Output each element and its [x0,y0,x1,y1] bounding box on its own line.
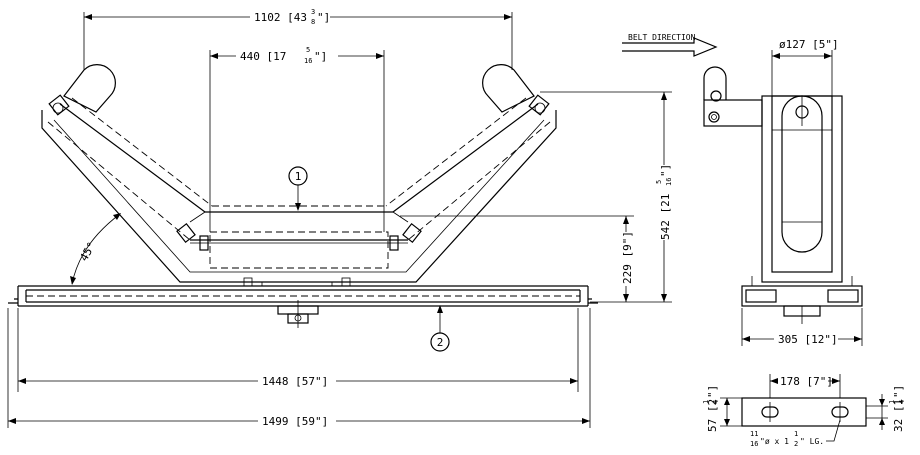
front-view: 1 2 45° 1102 [43 3 8 [7,8,673,428]
svg-text:"]: "] [659,164,672,177]
callout-2: 2 [430,305,450,352]
svg-text:5: 5 [655,180,663,184]
dim-overall-width: 1499 [59"] [7,308,591,428]
svg-text:"]: "] [706,385,719,398]
svg-text:8: 8 [311,18,315,26]
svg-text:"ø x 1: "ø x 1 [760,437,789,446]
dim-roll-diameter: ø127 [5"] [771,38,839,96]
svg-text:440 [17: 440 [17 [240,50,286,63]
svg-text:4: 4 [712,400,720,404]
angle-45: 45° [70,213,121,285]
svg-text:4: 4 [898,400,906,404]
right-wing-roll [385,64,551,244]
side-view: BELT DIRECTION ø127 [5"] [622,33,863,346]
svg-text:1102 [43: 1102 [43 [254,11,307,24]
svg-text:1: 1 [888,400,896,404]
v-frame [41,110,557,283]
dim-overall-top: 1102 [43 3 8 "] [83,8,513,70]
svg-text:2: 2 [794,440,798,448]
svg-text:1: 1 [295,170,302,183]
svg-text:57 [2: 57 [2 [706,399,719,432]
svg-text:32 [1: 32 [1 [892,399,905,432]
svg-text:45°: 45° [77,240,98,264]
foot-detail: 178 [7"] 57 [2 1 4 "] 32 [1 1 4 "] 11 16… [702,374,906,448]
dim-side-width: 305 [12"] [741,308,863,346]
dim-height-base: 229 [9"] [400,215,672,303]
svg-text:2: 2 [437,336,444,349]
svg-text:BELT DIRECTION: BELT DIRECTION [628,33,696,42]
svg-text:16: 16 [750,440,758,448]
svg-text:"]: "] [317,11,330,24]
dim-center-roll: 440 [17 5 16 "] [209,46,385,232]
dim-frame-width: 1448 [57"] [17,308,579,392]
svg-text:16: 16 [665,178,673,186]
svg-text:1: 1 [702,400,710,404]
svg-text:1: 1 [794,430,798,438]
svg-text:16: 16 [304,57,312,65]
svg-text:3: 3 [311,8,315,16]
svg-text:1448 [57"]: 1448 [57"] [262,375,328,388]
left-wing-roll [47,64,213,244]
svg-text:" LG.: " LG. [800,437,824,446]
svg-text:"]: "] [892,385,905,398]
svg-text:"]: "] [314,50,327,63]
svg-text:11: 11 [750,430,758,438]
belt-direction-arrow: BELT DIRECTION [622,33,718,57]
svg-text:229 [9"]: 229 [9"] [621,231,634,284]
svg-text:178 [7"]: 178 [7"] [780,375,833,388]
center-roll [190,205,408,269]
dim-height-total: 542 [21 5 16 "] [540,91,673,302]
svg-text:305 [12"]: 305 [12"] [778,333,838,346]
base-channel [8,277,598,328]
svg-text:ø127 [5"]: ø127 [5"] [779,38,839,51]
svg-text:542 [21: 542 [21 [659,194,672,240]
svg-text:5: 5 [306,46,310,54]
svg-text:1499 [59"]: 1499 [59"] [262,415,328,428]
callout-1: 1 [288,166,308,211]
